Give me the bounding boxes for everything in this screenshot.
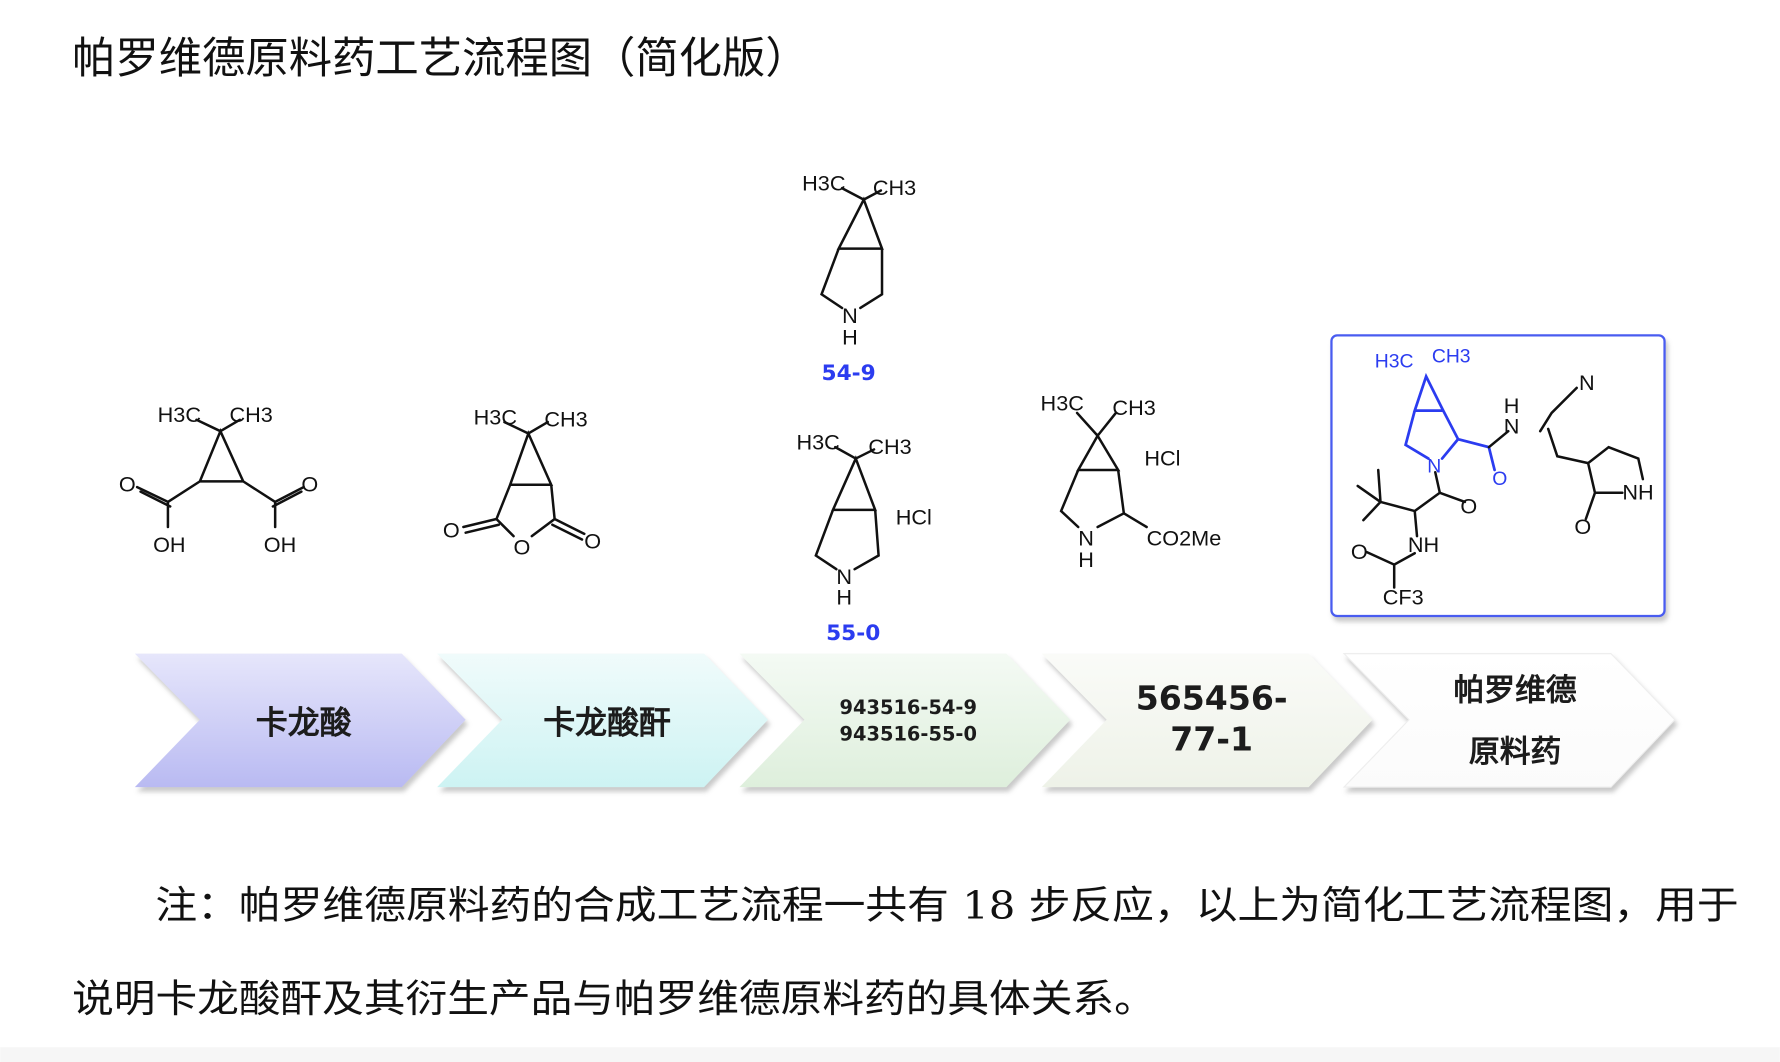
svg-text:CH3: CH3 xyxy=(868,434,911,459)
svg-text:CH3: CH3 xyxy=(230,402,273,427)
svg-text:O: O xyxy=(584,529,601,554)
svg-text:943516-55-0: 943516-55-0 xyxy=(840,722,977,745)
structure-caronic-acid: H3C CH3 O O OH OH xyxy=(119,402,318,557)
flow-step-caronic-acid: 卡龙酸 xyxy=(134,653,466,788)
svg-text:CH3: CH3 xyxy=(873,175,916,200)
svg-text:NH: NH xyxy=(1408,532,1439,557)
svg-text:O: O xyxy=(119,472,136,497)
svg-text:HCl: HCl xyxy=(896,505,932,530)
svg-text:N: N xyxy=(1579,370,1595,395)
svg-text:H: H xyxy=(1078,547,1094,572)
note-line-1: 注：帕罗维德原料药的合成工艺流程一共有 18 步反应，以上为简化工艺流程图，用于 xyxy=(155,883,1738,928)
structure-paxlovid-api-box: H3C CH3 N O H N N NH O O NH O CF3 xyxy=(1330,334,1666,618)
svg-text:N: N xyxy=(836,564,852,589)
structure-54-9: H3C CH3 N H 54-9 xyxy=(802,170,916,385)
flow-chevrons: 卡龙酸 卡龙酸酐 943516-54-9 943516-55-0 565456-… xyxy=(134,653,1676,788)
svg-text:N: N xyxy=(1078,525,1094,550)
svg-text:原料药: 原料药 xyxy=(1469,734,1561,770)
svg-text:943516-54-9: 943516-54-9 xyxy=(840,696,977,719)
structure-55-0: H3C CH3 N H HCl 55-0 xyxy=(796,429,931,645)
svg-text:O: O xyxy=(514,534,531,559)
svg-text:卡龙酸: 卡龙酸 xyxy=(256,703,352,741)
bottom-strip xyxy=(0,1047,1780,1062)
svg-text:77-1: 77-1 xyxy=(1170,720,1253,759)
svg-text:N: N xyxy=(1504,413,1520,438)
svg-text:N: N xyxy=(1427,455,1441,477)
structure-caronic-anhydride: H3C CH3 O O O xyxy=(443,404,601,559)
svg-text:H3C: H3C xyxy=(796,429,839,454)
svg-text:H: H xyxy=(836,585,852,610)
svg-text:H3C: H3C xyxy=(474,404,517,429)
svg-text:O: O xyxy=(1492,468,1507,490)
cas-label-55-0: 55-0 xyxy=(826,621,880,646)
svg-text:CH3: CH3 xyxy=(1112,395,1155,420)
svg-text:帕罗维德: 帕罗维德 xyxy=(1454,672,1577,708)
svg-text:H: H xyxy=(842,324,858,349)
svg-text:O: O xyxy=(301,472,318,497)
svg-text:O: O xyxy=(1351,539,1368,564)
flow-step-caronic-anhydride: 卡龙酸酐 xyxy=(437,653,768,788)
svg-text:H3C: H3C xyxy=(802,170,845,195)
svg-text:O: O xyxy=(443,517,460,542)
svg-text:CF3: CF3 xyxy=(1383,585,1424,610)
flow-step-cas-943516: 943516-54-9 943516-55-0 xyxy=(739,653,1071,788)
svg-text:H3C: H3C xyxy=(1375,350,1414,372)
svg-text:O: O xyxy=(1460,493,1477,518)
svg-text:OH: OH xyxy=(264,532,296,557)
svg-text:CO2Me: CO2Me xyxy=(1147,525,1222,550)
page-title: 帕罗维德原料药工艺流程图（简化版） xyxy=(72,34,809,84)
svg-text:CH3: CH3 xyxy=(1432,346,1471,368)
note-line-2: 说明卡龙酸酐及其衍生产品与帕罗维德原料药的具体关系。 xyxy=(72,977,1156,1022)
flow-step-paxlovid-api: 帕罗维德 原料药 xyxy=(1342,653,1676,788)
svg-text:卡龙酸酐: 卡龙酸酐 xyxy=(543,703,671,741)
svg-text:CH3: CH3 xyxy=(544,407,587,432)
svg-text:H: H xyxy=(1504,393,1520,418)
svg-text:565456-: 565456- xyxy=(1136,679,1288,718)
flow-step-cas-565456: 565456- 77-1 xyxy=(1041,653,1373,788)
svg-text:H3C: H3C xyxy=(1041,391,1084,416)
svg-text:NH: NH xyxy=(1622,480,1653,505)
svg-text:HCl: HCl xyxy=(1144,445,1180,470)
svg-text:N: N xyxy=(842,303,858,328)
svg-text:OH: OH xyxy=(153,532,185,557)
structure-565456-77-1: H3C CH3 N H HCl CO2Me xyxy=(1041,391,1222,572)
cas-label-54-9: 54-9 xyxy=(822,361,876,386)
svg-text:H3C: H3C xyxy=(158,402,201,427)
svg-text:O: O xyxy=(1574,514,1591,539)
